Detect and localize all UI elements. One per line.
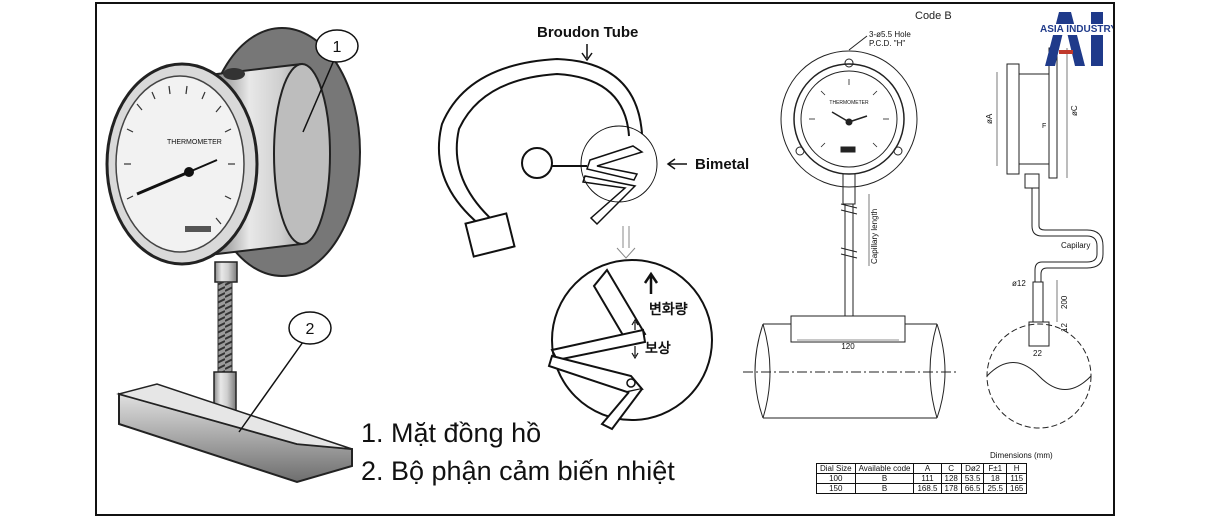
compensation-label: 보상	[645, 340, 671, 356]
table-header: F±1	[983, 463, 1008, 474]
dimensions-table: Dial Size Available code A C Dø2 F±1 H 1…	[816, 463, 1028, 494]
dim-22: 22	[1033, 349, 1042, 358]
side-view-case	[1018, 73, 1050, 165]
technical-drawing: 3-ø5.5 Hole P.C.D. "H" THERMOMETER Cap	[743, 30, 1104, 429]
mounting-block	[790, 315, 906, 343]
bourdon-mechanism-diagram: Broudon Tube Bimetal 변화량 보상	[438, 24, 749, 431]
table-cell: 18	[983, 473, 1008, 484]
bimetal-strip-small	[586, 145, 644, 181]
table-cell: B	[854, 483, 915, 494]
asia-industry-logo: ASIA INDUSTRY	[1039, 10, 1113, 68]
table-cell: 100	[816, 473, 856, 484]
callout-2-number: 2	[306, 321, 315, 338]
dim-phi12: ø12	[1012, 279, 1026, 288]
callout-1-bubble	[315, 29, 359, 63]
front-view-flange	[780, 50, 918, 188]
table-cell: 66.5	[960, 483, 985, 494]
front-dial-text: THERMOMETER	[829, 100, 869, 106]
table-cell: 150	[816, 483, 856, 494]
table-header: Dial Size	[816, 463, 856, 474]
callout-1-number: 1	[333, 39, 342, 56]
diagram-canvas: THERMOMETER 1 2 Broudon Tube	[105, 24, 1104, 484]
legend-item-1: 1. Mặt đồng hồ	[361, 418, 542, 448]
armored-capillary	[217, 281, 233, 375]
bimetal-label: Bimetal	[695, 156, 749, 173]
table-cell: 53.5	[960, 473, 985, 484]
dim-200: 200	[1060, 295, 1069, 309]
top-plug	[223, 68, 245, 80]
table-header: A	[913, 463, 942, 474]
table-row: 100 B 111 128 53.5 18 115	[816, 473, 1028, 484]
dimensions-table-title: Dimensions (mm)	[990, 451, 1053, 460]
thermometer-3d-illustration: THERMOMETER 1 2	[105, 27, 361, 484]
bimetal-arm-lower	[547, 354, 644, 394]
change-amount-label: 변화량	[649, 301, 688, 317]
table-cell: 115	[1006, 473, 1028, 484]
table-cell: B	[854, 473, 915, 484]
dim-phi-c: øC	[1070, 105, 1079, 116]
callout-2-leader	[238, 341, 304, 433]
gauge-needle	[136, 170, 190, 196]
magnifier-circle-small	[580, 125, 658, 203]
table-header: H	[1006, 463, 1028, 474]
table-row: 150 B 168.5 178 66.5 25.5 165	[816, 483, 1028, 494]
hole-note-2: P.C.D. "H"	[869, 39, 905, 48]
table-cell: 178	[940, 483, 962, 494]
logo-mark-icon	[1045, 12, 1103, 66]
table-cell: 168.5	[913, 483, 942, 494]
table-cell: 25.5	[983, 483, 1008, 494]
gauge-stem	[214, 261, 238, 283]
dial-face	[115, 75, 245, 253]
callout-1-leader	[302, 59, 335, 133]
bulb-block	[464, 212, 516, 258]
dim-phi-a: øA	[985, 113, 994, 124]
table-cell: 111	[913, 473, 942, 484]
table-header-row: Dial Size Available code A C Dø2 F±1 H	[816, 463, 1028, 474]
dim-f: F	[1042, 123, 1046, 130]
table-header: Available code	[854, 463, 915, 474]
table-header: C	[940, 463, 962, 474]
pivot-disc	[521, 147, 553, 179]
callout-2-bubble	[288, 311, 332, 345]
table-header: Dø2	[960, 463, 985, 474]
dim-12: 12	[1060, 323, 1069, 332]
legend-item-2: 2. Bộ phận cảm biến nhiệt	[361, 456, 675, 486]
table-cell: 128	[940, 473, 962, 484]
dial-scale	[124, 85, 235, 225]
hole-note-1: 3-ø5.5 Hole	[869, 30, 911, 39]
bourdon-tube-label: Broudon Tube	[537, 24, 638, 41]
capillary-length-label: Capillary length	[870, 209, 879, 264]
figure-frame: THERMOMETER 1 2 Broudon Tube	[95, 2, 1115, 516]
table-cell: 165	[1006, 483, 1028, 494]
code-label: Code B	[915, 10, 952, 22]
dial-brand-text: THERMOMETER	[167, 139, 222, 146]
capillary-label: Capilary	[1061, 241, 1090, 250]
dim-120-label: 120	[841, 342, 855, 351]
logo-text: ASIA INDUSTRY	[1039, 24, 1113, 35]
